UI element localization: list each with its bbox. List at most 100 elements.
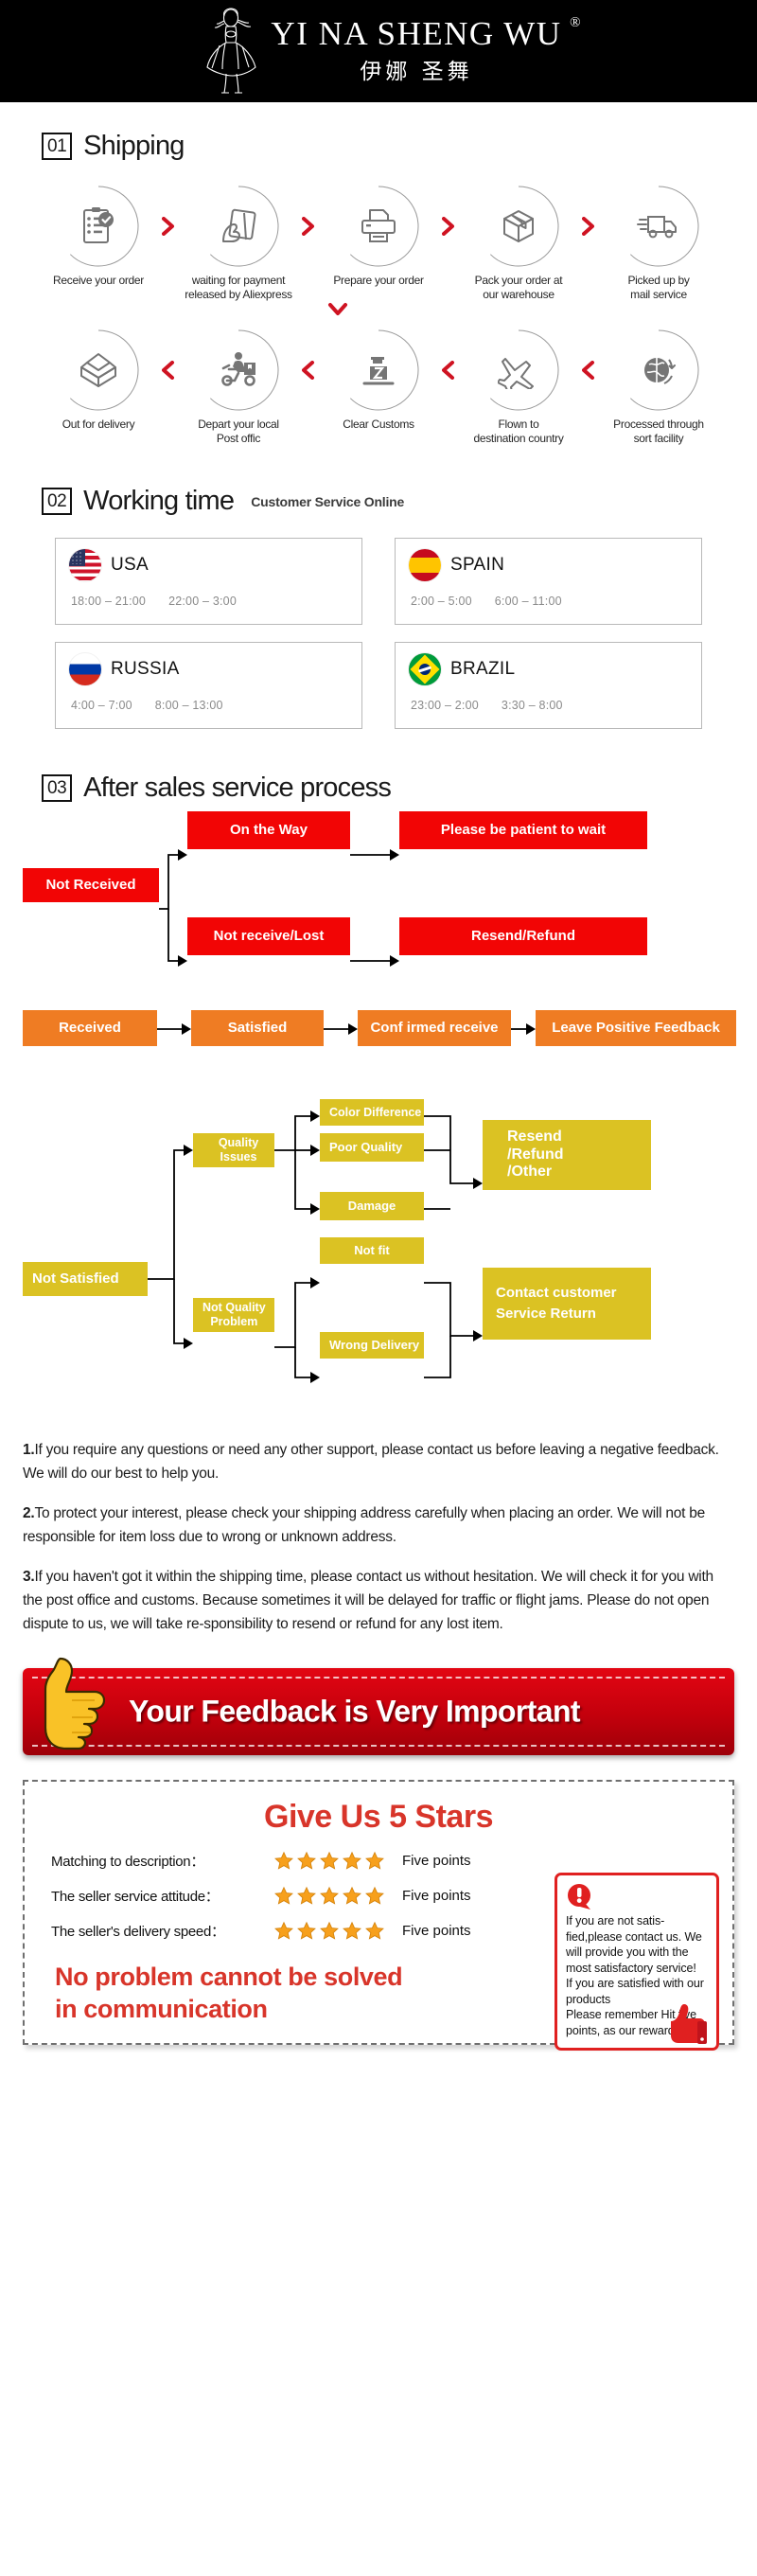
ring-icon bbox=[69, 329, 139, 411]
section-subtitle-customer-service: Customer Service Online bbox=[251, 493, 405, 509]
step-label: Picked up by mail service bbox=[627, 274, 690, 301]
open-box-icon bbox=[80, 353, 116, 387]
star-icon bbox=[274, 1886, 293, 1905]
flow-not-received: Not Received On the Way Please be patien… bbox=[0, 804, 757, 980]
star-icon bbox=[365, 1851, 384, 1870]
step-circle bbox=[55, 183, 142, 270]
star-icon bbox=[320, 1851, 339, 1870]
shipping-step: Out for delivery bbox=[41, 327, 156, 432]
shipping-step: Pack your order at our warehouse bbox=[461, 183, 576, 302]
box-icon bbox=[503, 210, 534, 242]
note-item: 1.If you require any questions or need a… bbox=[23, 1438, 734, 1485]
time-slot-1: 18:00 – 21:00 bbox=[71, 595, 147, 608]
step-label: Clear Customs bbox=[343, 417, 414, 431]
rating-row: The seller service attitude： Five points bbox=[25, 1886, 732, 1906]
flow-node-damage: Damage bbox=[320, 1192, 424, 1220]
country-name: SPAIN bbox=[450, 555, 505, 575]
shipping-section-heading: 01 Shipping bbox=[0, 131, 757, 162]
working-time-cards: USA 18:00 – 21:00 22:00 – 3:00 SPAIN 2:0… bbox=[0, 517, 757, 729]
product-detail-page: YI NA SHENG WU ® 伊娜 圣舞 01 Shipping bbox=[0, 0, 757, 2052]
shipping-row-1: Receive your order waiting for payment bbox=[15, 183, 742, 302]
chevron-right-icon bbox=[576, 183, 601, 270]
flow-node-not-fit: Not fit bbox=[320, 1237, 424, 1264]
time-slot-2: 22:00 – 3:00 bbox=[168, 595, 237, 608]
feedback-banner-background bbox=[23, 1668, 734, 1756]
chevron-left-icon bbox=[156, 327, 181, 414]
chevron-right-icon bbox=[296, 183, 321, 270]
ring-icon bbox=[209, 329, 279, 411]
country-name: BRAZIL bbox=[450, 659, 516, 679]
note-item: 3.If you haven't got it within the shipp… bbox=[23, 1565, 734, 1636]
flow-node-be-patient: Please be patient to wait bbox=[399, 811, 647, 849]
step-circle bbox=[615, 183, 702, 270]
flow-connectors bbox=[159, 849, 399, 967]
note-number: 3. bbox=[23, 1568, 35, 1585]
flow-node-poor-quality: Poor Quality bbox=[320, 1133, 424, 1162]
time-slot-2: 3:30 – 8:00 bbox=[501, 699, 563, 712]
hand-card-icon bbox=[222, 208, 256, 242]
working-time-card-russia: RUSSIA 4:00 – 7:00 8:00 – 13:00 bbox=[55, 642, 362, 729]
working-time-card-brazil: BRAZIL 23:00 – 2:00 3:30 – 8:00 bbox=[395, 642, 702, 729]
slogan-line-1: No problem cannot be solved bbox=[55, 1963, 403, 1992]
time-slot-1: 23:00 – 2:00 bbox=[411, 699, 479, 712]
brand-name-cn: 伊娜 圣舞 bbox=[360, 60, 473, 85]
step-circle bbox=[335, 183, 422, 270]
ring-icon bbox=[629, 329, 699, 411]
banner-dash-bottom bbox=[32, 1745, 725, 1748]
section-title-workingtime: Working time bbox=[83, 486, 235, 516]
flow-node-confirmed-receive: Conf irmed receive bbox=[358, 1010, 511, 1046]
rating-row: Matching to description： Five points bbox=[25, 1851, 732, 1871]
rating-points: Five points bbox=[402, 1888, 471, 1905]
flow-node-not-quality-problem: Not Quality Problem bbox=[193, 1298, 274, 1332]
ring-icon bbox=[349, 329, 419, 411]
step-label: Depart your local Post offic bbox=[198, 417, 279, 445]
flag-spain-icon bbox=[409, 549, 441, 581]
satisfaction-info-box: If you are not satis-fied,please contact… bbox=[555, 1873, 719, 2052]
step-label: Flown to destination country bbox=[473, 417, 564, 445]
flow-node-received: Received bbox=[23, 1010, 157, 1046]
shipping-step: Depart your local Post offic bbox=[181, 327, 296, 446]
flow-node-on-the-way: On the Way bbox=[187, 811, 350, 849]
feedback-banner-text: Your Feedback is Very Important bbox=[129, 1694, 581, 1729]
flow-node-color-difference: Color Difference bbox=[320, 1099, 424, 1126]
rating-label: The seller service attitude： bbox=[51, 1889, 220, 1906]
shipping-steps: Receive your order waiting for payment bbox=[0, 162, 757, 446]
customs-officer-icon bbox=[362, 357, 395, 385]
airplane-icon bbox=[498, 358, 534, 389]
flow-node-satisfied: Satisfied bbox=[191, 1010, 324, 1046]
star-icon bbox=[297, 1851, 316, 1870]
flag-russia-icon bbox=[69, 653, 101, 685]
step-label: waiting for payment released by Aliexpre… bbox=[185, 274, 292, 301]
time-slot-1: 2:00 – 5:00 bbox=[411, 595, 472, 608]
step-label: Receive your order bbox=[53, 274, 144, 287]
shipping-step: Processed through sort facility bbox=[601, 327, 716, 446]
brand-header: YI NA SHENG WU ® 伊娜 圣舞 bbox=[0, 0, 757, 102]
satisfaction-info-text: If you are not satis-fied,please contact… bbox=[566, 1914, 704, 2037]
rating-row: The seller's delivery speed： Five points bbox=[25, 1921, 732, 1941]
step-circle bbox=[55, 327, 142, 414]
shipping-row-2: Out for delivery bbox=[15, 327, 742, 446]
flow-connectors bbox=[148, 1110, 483, 1383]
note-number: 2. bbox=[23, 1504, 35, 1521]
flow-node-not-receive-lost: Not receive/Lost bbox=[187, 917, 350, 955]
note-text: If you haven't got it within the shippin… bbox=[23, 1568, 713, 1633]
step-circle bbox=[195, 183, 282, 270]
working-time-card-spain: SPAIN 2:00 – 5:00 6:00 – 11:00 bbox=[395, 538, 702, 625]
shipping-step: waiting for payment released by Aliexpre… bbox=[181, 183, 296, 302]
flow-node-wrong-delivery: Wrong Delivery bbox=[320, 1332, 424, 1359]
star-rating bbox=[273, 1921, 385, 1941]
globe-arrows-icon bbox=[644, 358, 676, 384]
section-number-03: 03 bbox=[42, 774, 73, 802]
star-icon bbox=[343, 1851, 361, 1870]
workingtime-section-heading: 02 Working time Customer Service Online bbox=[0, 486, 757, 517]
policy-notes: 1.If you require any questions or need a… bbox=[0, 1406, 757, 1636]
note-text: If you require any questions or need any… bbox=[23, 1441, 719, 1482]
ring-icon bbox=[489, 329, 559, 411]
working-time-card-usa: USA 18:00 – 21:00 22:00 – 3:00 bbox=[55, 538, 362, 625]
flow-node-not-satisfied: Not Satisfied bbox=[23, 1262, 148, 1296]
step-label: Pack your order at our warehouse bbox=[474, 274, 563, 301]
flag-usa-icon bbox=[69, 549, 101, 581]
time-slot-2: 8:00 – 13:00 bbox=[154, 699, 223, 712]
section-title-shipping: Shipping bbox=[83, 131, 185, 161]
shipping-step: Clear Customs bbox=[321, 327, 436, 432]
